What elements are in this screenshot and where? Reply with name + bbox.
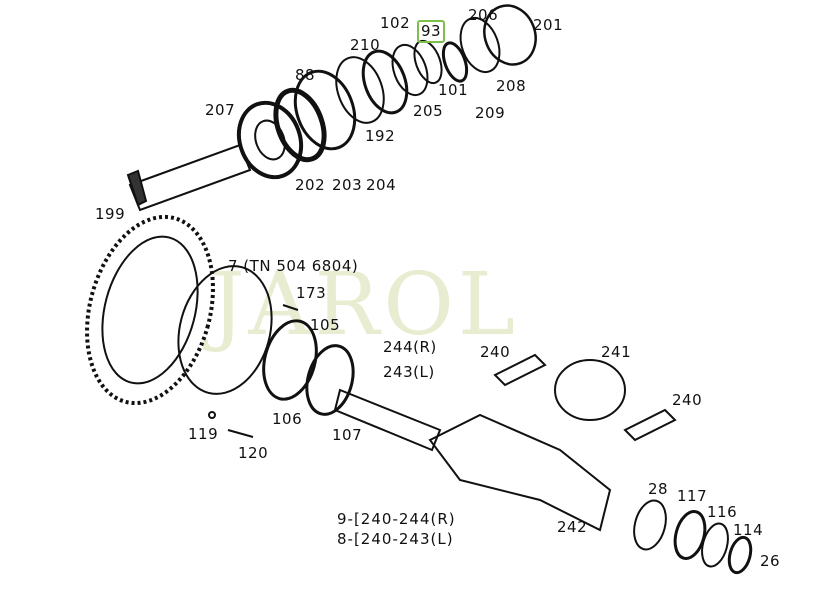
bolts [208, 304, 299, 438]
callout-203[interactable]: 203 [332, 176, 363, 194]
callout-26[interactable]: 26 [760, 552, 781, 570]
differential-housing [177, 265, 442, 452]
callout-206[interactable]: 206 [468, 6, 499, 24]
callout-199[interactable]: 199 [95, 205, 126, 223]
callout-202[interactable]: 202 [295, 176, 326, 194]
callout-208[interactable]: 208 [496, 77, 527, 95]
callout-101[interactable]: 101 [438, 81, 469, 99]
callout-209[interactable]: 209 [475, 104, 506, 122]
callout-105[interactable]: 105 [310, 316, 341, 334]
callout-107[interactable]: 107 [332, 426, 363, 444]
assembly-note-left: 8-[240-243(L) [337, 530, 454, 548]
callout-88[interactable]: 88 [295, 66, 316, 84]
callout-93-highlighted[interactable]: 93 [417, 20, 446, 43]
callout-119[interactable]: 119 [188, 425, 219, 443]
callout-204[interactable]: 204 [366, 176, 397, 194]
assembly-note-right: 9-[240-244(R) [337, 510, 456, 528]
ring-gear-199 [85, 214, 215, 406]
callout-242[interactable]: 242 [557, 518, 588, 536]
callout-240-left[interactable]: 240 [480, 343, 511, 361]
callout-205[interactable]: 205 [413, 102, 444, 120]
watermark: JAROL [210, 255, 519, 355]
callout-114[interactable]: 114 [733, 521, 764, 539]
callout-7[interactable]: 7 (TN 504 6804) [228, 257, 359, 275]
callout-210[interactable]: 210 [350, 36, 381, 54]
callout-116[interactable]: 116 [707, 503, 738, 521]
callout-201[interactable]: 201 [533, 16, 564, 34]
callout-120[interactable]: 120 [238, 444, 269, 462]
callout-102[interactable]: 102 [380, 14, 411, 32]
callout-192[interactable]: 192 [365, 127, 396, 145]
callout-106[interactable]: 106 [272, 410, 303, 428]
callout-117[interactable]: 117 [677, 487, 708, 505]
callout-243[interactable]: 243(L) [383, 363, 435, 381]
callout-207[interactable]: 207 [205, 101, 236, 119]
callout-28[interactable]: 28 [648, 480, 669, 498]
universal-joints [493, 353, 677, 442]
pinion-shaft-assembly [126, 4, 537, 212]
callout-240-right[interactable]: 240 [672, 391, 703, 409]
axle-housing [428, 413, 753, 575]
callout-244[interactable]: 244(R) [383, 338, 437, 356]
callout-241[interactable]: 241 [601, 343, 632, 361]
callout-173[interactable]: 173 [296, 284, 327, 302]
